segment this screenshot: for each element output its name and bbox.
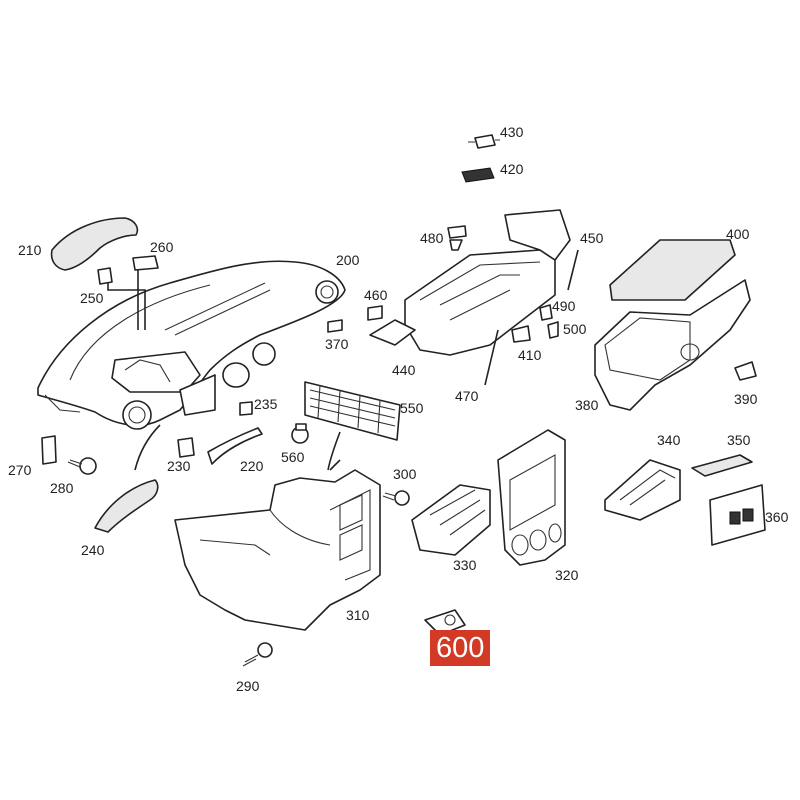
part-330-bracket — [411, 484, 491, 556]
callout-320[interactable]: 320 — [555, 567, 579, 583]
part-480-latch — [447, 225, 467, 251]
part-200-dashboard — [37, 260, 346, 430]
callout-420[interactable]: 420 — [500, 161, 524, 177]
part-400-mat — [609, 239, 736, 301]
part-370-clip — [327, 319, 343, 333]
callout-390[interactable]: 390 — [734, 391, 758, 407]
callout-410[interactable]: 410 — [518, 347, 542, 363]
callout-550[interactable]: 550 — [400, 400, 424, 416]
part-430-bulb — [468, 134, 500, 149]
callout-290[interactable]: 290 — [236, 678, 260, 694]
part-410-clip — [511, 325, 531, 343]
part-235-clip — [239, 401, 253, 416]
part-460-clip — [367, 305, 383, 321]
callout-500[interactable]: 500 — [563, 321, 587, 337]
part-350-panel — [691, 454, 753, 477]
callout-340[interactable]: 340 — [657, 432, 681, 448]
part-280-screw — [67, 457, 97, 475]
part-320-bezel — [497, 429, 566, 566]
callout-300[interactable]: 300 — [393, 466, 417, 482]
part-390-latch — [734, 361, 757, 381]
callout-400[interactable]: 400 — [726, 226, 750, 242]
callout-460[interactable]: 460 — [364, 287, 388, 303]
part-360-switch — [709, 484, 766, 546]
part-440-tray — [369, 209, 571, 356]
part-230-clip — [177, 437, 195, 458]
callout-240[interactable]: 240 — [81, 542, 105, 558]
part-300-screw — [382, 490, 410, 506]
callout-450[interactable]: 450 — [580, 230, 604, 246]
callout-470[interactable]: 470 — [455, 388, 479, 404]
callout-600-highlighted[interactable]: 600 — [430, 630, 491, 666]
callout-330[interactable]: 330 — [453, 557, 477, 573]
part-450-strut — [567, 249, 579, 291]
callout-210[interactable]: 210 — [18, 242, 42, 258]
part-240-trim — [94, 479, 159, 533]
callout-280[interactable]: 280 — [50, 480, 74, 496]
callout-200[interactable]: 200 — [336, 252, 360, 268]
part-310-console — [174, 469, 381, 631]
part-290-screw — [242, 642, 273, 667]
part-420-lamp — [461, 167, 495, 183]
callout-250[interactable]: 250 — [80, 290, 104, 306]
callout-560[interactable]: 560 — [281, 449, 305, 465]
callout-235[interactable]: 235 — [254, 396, 278, 412]
callout-310[interactable]: 310 — [346, 607, 370, 623]
part-210-cover — [50, 217, 139, 271]
part-380-armrest — [594, 279, 751, 411]
callout-230[interactable]: 230 — [167, 458, 191, 474]
callout-430[interactable]: 430 — [500, 124, 524, 140]
callout-270[interactable]: 270 — [8, 462, 32, 478]
callout-350[interactable]: 350 — [727, 432, 751, 448]
part-340-frame — [604, 459, 681, 521]
part-270-bracket — [41, 435, 57, 465]
part-470-rod — [484, 329, 499, 386]
callout-480[interactable]: 480 — [420, 230, 444, 246]
callout-260[interactable]: 260 — [150, 239, 174, 255]
callout-360[interactable]: 360 — [765, 509, 789, 525]
callout-440[interactable]: 440 — [392, 362, 416, 378]
callout-380[interactable]: 380 — [575, 397, 599, 413]
part-500-bumper — [547, 321, 559, 339]
callout-490[interactable]: 490 — [552, 298, 576, 314]
part-560-knob — [291, 423, 309, 444]
callout-220[interactable]: 220 — [240, 458, 264, 474]
part-220-handle — [207, 427, 263, 465]
part-490-bumper — [539, 304, 553, 321]
part-250-clip — [97, 267, 113, 285]
part-550-net — [304, 381, 401, 441]
part-260-clip — [132, 255, 159, 271]
callout-370[interactable]: 370 — [325, 336, 349, 352]
